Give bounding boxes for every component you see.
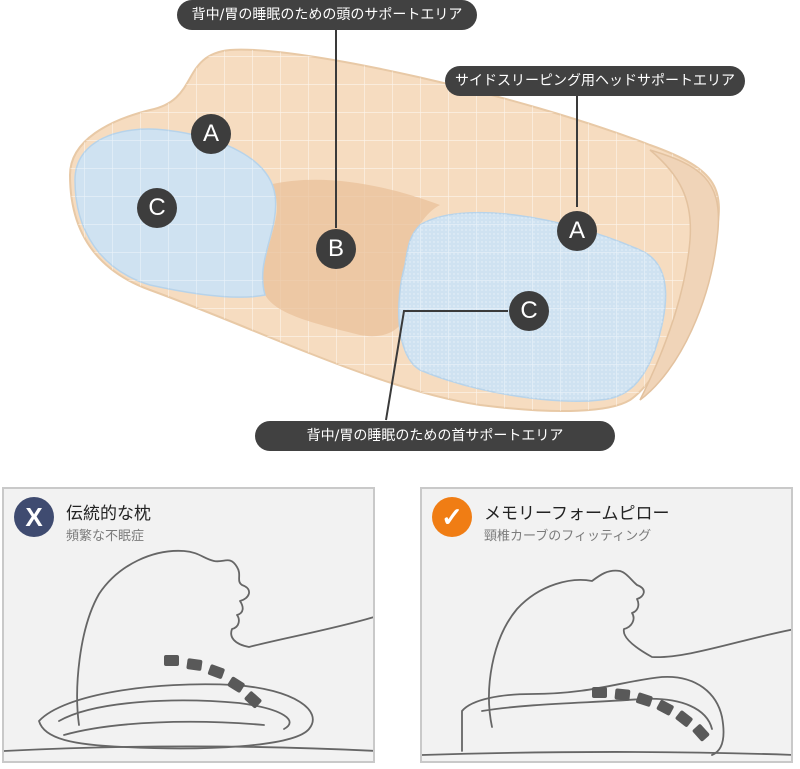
spine-indicator [164, 655, 262, 708]
head-on-memory-foam-pillow-drawing [422, 569, 791, 756]
pillow-end-cap [639, 149, 720, 401]
callout-neck-support: 背中/胃の睡眠のための首サポートエリア [255, 421, 615, 451]
marker-b-center: B [316, 229, 356, 269]
panel-traditional-pillow: X 伝統的な枕 頻繁な不眠症 [2, 487, 375, 763]
panel-subtitle: 頻繁な不眠症 [66, 529, 145, 544]
panel-title: メモリーフォームピロー [484, 504, 670, 524]
callout-side-support: サイドスリーピング用ヘッドサポートエリア [445, 66, 745, 96]
spine-indicator [592, 687, 710, 742]
check-icon: ✓ [432, 497, 472, 537]
leader-line-neck [385, 310, 508, 421]
marker-c-left: C [137, 188, 177, 228]
marker-a-left: A [191, 114, 231, 154]
marker-a-right: A [557, 211, 597, 251]
callout-head-support: 背中/胃の睡眠のための頭のサポートエリア [177, 0, 477, 30]
pillow-illustration [68, 28, 720, 421]
x-icon: X [14, 497, 54, 537]
panel-memory-foam-pillow: ✓ メモリーフォームピロー 頸椎カーブのフィッティング [420, 487, 793, 763]
marker-c-right: C [509, 291, 549, 331]
head-on-traditional-pillow-drawing [4, 549, 373, 752]
panel-subtitle: 頸椎カーブのフィッティング [484, 529, 652, 544]
panel-title: 伝統的な枕 [66, 504, 151, 524]
